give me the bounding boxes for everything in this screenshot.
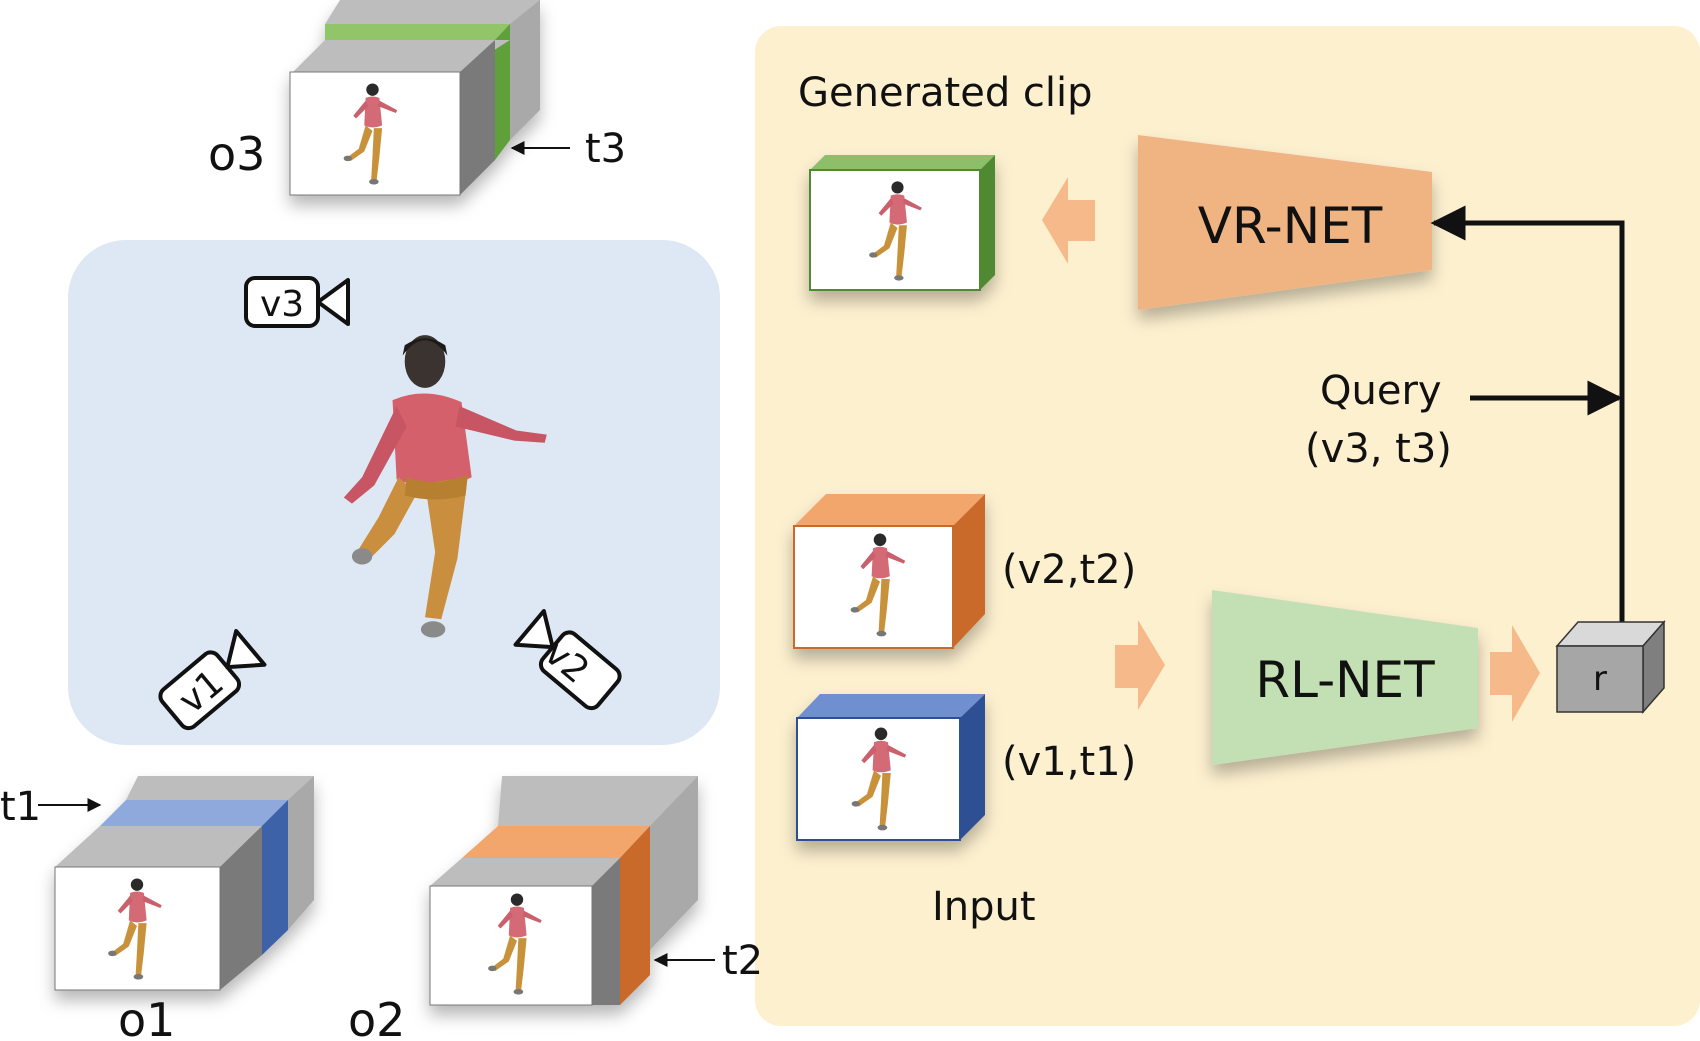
arrow-to-generated-clip-shape (1042, 177, 1095, 264)
generated-clip (809, 155, 995, 291)
vr-net-block (1138, 135, 1432, 310)
r-to-vr-net-line (1430, 205, 1625, 622)
label-query-args: (v3, t3) (1305, 426, 1452, 472)
label-r: r (1593, 659, 1607, 699)
o3-frame-stack (289, 0, 540, 196)
input-clip-v1t1 (796, 694, 985, 841)
o1-frame-stack (54, 776, 314, 991)
arrow-to-rl-net (1115, 620, 1165, 710)
label-o2: o2 (348, 993, 405, 1041)
label-t2: t2 (722, 938, 763, 984)
label-query: Query (1320, 368, 1442, 414)
o2-frame-stack (429, 776, 698, 1006)
label-v2t2: (v2,t2) (1002, 547, 1136, 593)
label-o1: o1 (118, 993, 175, 1041)
input-clip-v2t2 (793, 494, 985, 649)
label-input: Input (932, 884, 1036, 930)
label-v3: v3 (260, 284, 304, 325)
label-vr-net: VR-NET (1198, 197, 1383, 255)
label-rl-net: RL-NET (1255, 651, 1435, 709)
arrow-to-r (1490, 625, 1540, 722)
rl-net-block (1212, 590, 1478, 765)
label-generated-clip: Generated clip (798, 70, 1093, 116)
label-t1: t1 (0, 784, 41, 830)
label-o3: o3 (208, 127, 265, 181)
r-representation-cube (1555, 620, 1666, 714)
label-t3: t3 (585, 126, 626, 172)
label-v1t1: (v1,t1) (1002, 739, 1136, 785)
